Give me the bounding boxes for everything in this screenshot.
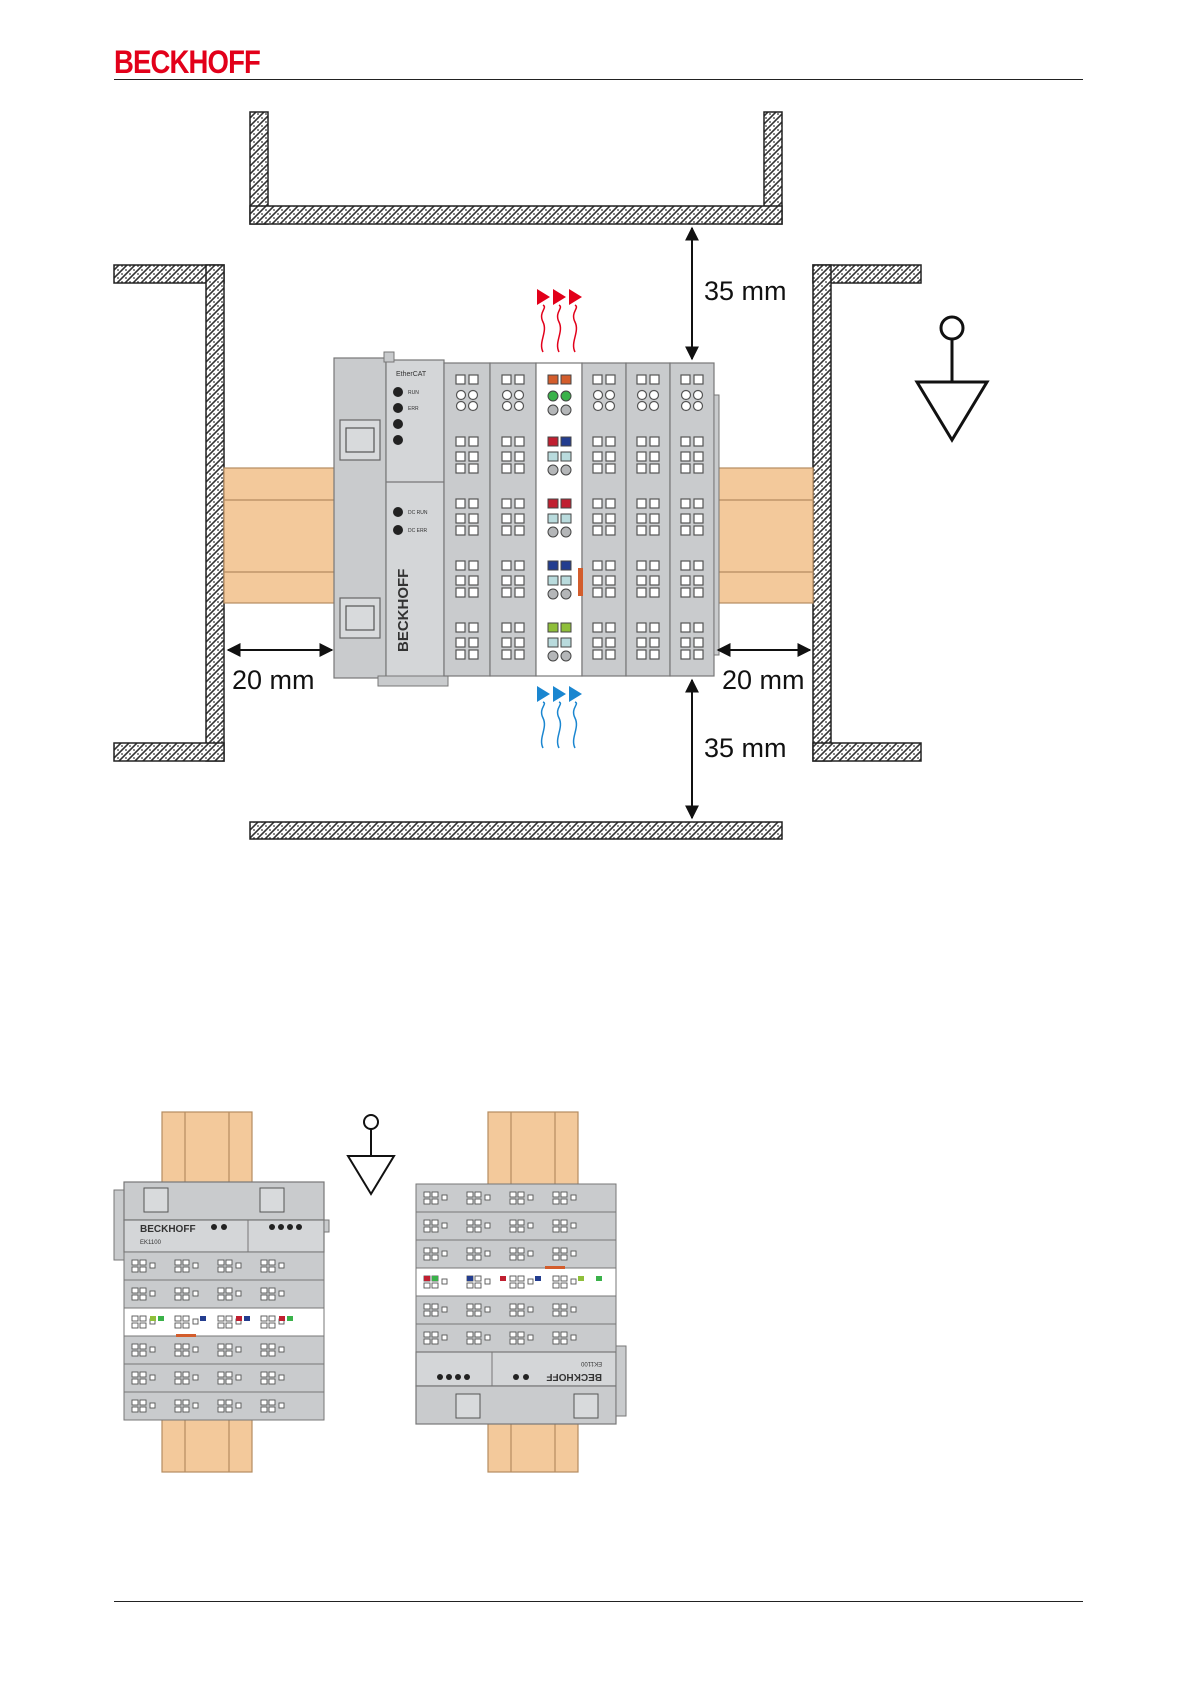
mounting-orientation-icon	[917, 317, 987, 440]
left-coupler-brand: BECKHOFF	[140, 1224, 196, 1235]
vertical-mounting-left: BECKHOFF EK1100	[114, 1112, 329, 1472]
bottom-wall	[250, 822, 782, 839]
left-wall	[114, 265, 224, 761]
dim-top-label: 35 mm	[704, 276, 787, 306]
led-run-label: RUN	[408, 390, 419, 396]
dim-bottom-label: 35 mm	[704, 733, 787, 763]
led-err-label: ERR	[408, 406, 419, 412]
vertical-mounting-right: BECKHOFF EK1100	[416, 1112, 626, 1472]
mounting-orientation-icon-small	[348, 1115, 394, 1194]
right-wall	[813, 265, 921, 761]
terminal-block	[444, 363, 719, 676]
right-coupler-brand: BECKHOFF	[546, 1371, 602, 1382]
led-dc-err-label: DC ERR	[408, 528, 428, 534]
dim-left-label: 20 mm	[232, 665, 315, 695]
ethercat-coupler: EtherCAT RUN ERR DC RUN DC ERR BECKHOFF	[334, 352, 448, 686]
dim-right-label: 20 mm	[722, 665, 805, 695]
led-dc-run-label: DC RUN	[408, 510, 428, 516]
cool-air-arrows	[537, 686, 582, 748]
top-wall	[250, 112, 782, 224]
coupler-brand-label: BECKHOFF	[395, 569, 412, 652]
right-coupler-model: EK1100	[580, 1360, 602, 1366]
hot-air-arrows	[537, 289, 582, 352]
left-coupler-model: EK1100	[140, 1240, 162, 1246]
coupler-ethercat-label: EtherCAT	[396, 371, 427, 378]
